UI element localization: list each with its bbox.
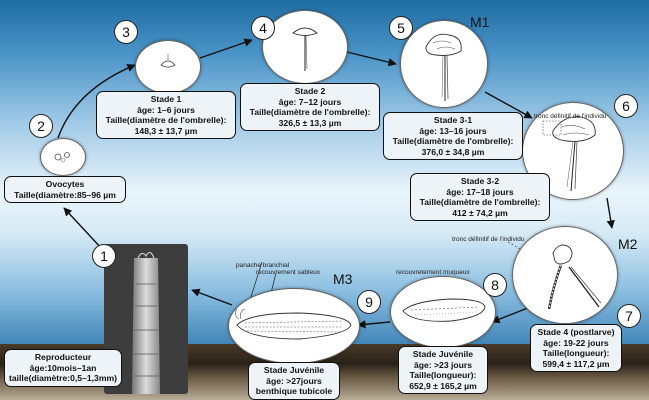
arrow-1-to-2	[63, 207, 104, 251]
step-number-9: 9	[357, 290, 381, 314]
stade1-size-value: 148,3 ± 13,7 µm	[134, 125, 198, 136]
label-stade2: Stade 2 âge: 7–12 jours Taille(diamètre …	[240, 83, 380, 132]
juvenile-9-circle	[228, 288, 360, 364]
adult-photo	[104, 244, 188, 394]
arrow-6-to-7	[606, 197, 615, 229]
stade4-title: Stade 4 (postlarve)	[537, 327, 615, 337]
step-number-2: 2	[29, 114, 53, 138]
arrow-5-to-6	[484, 91, 533, 119]
oocytes-sketch	[54, 152, 70, 163]
stage4-postlarva-sketch	[547, 244, 602, 310]
reproducteur-age: âge:10mois–1an	[29, 362, 97, 373]
arrow-3-to-4	[199, 38, 253, 59]
stade3-1-size-value: 376,0 ± 34,8 µm	[421, 146, 485, 157]
stade1-size-label: Taille(diamètre de l'ombrelle):	[105, 115, 227, 126]
juvenile-8-title: Stade Juvénile	[412, 349, 474, 359]
label-stade3-2: Stade 3-2 âge: 17–18 jours Taille(diamèt…	[410, 173, 550, 222]
label-stade1: Stade 1 âge: 1–6 jours Taille(diamètre d…	[96, 91, 236, 140]
stage3-1-larva-sketch	[425, 33, 462, 101]
stade1-title: Stade 1	[150, 94, 182, 104]
oocytes-circle	[40, 138, 86, 176]
juvenile-8-size-value: 652,9 ± 165,2 µm	[409, 380, 477, 391]
stade3-1-age: âge: 13–16 jours	[419, 125, 487, 136]
stade2-title: Stade 2	[294, 86, 326, 96]
step-number-1: 1	[92, 244, 116, 268]
label-ovocytes: Ovocytes Taille(diamètre:85–96 µm	[4, 176, 126, 204]
annotation-tronc-7: tronc définitif de l'individu	[452, 236, 525, 243]
stage1-larva-sketch	[160, 54, 176, 68]
stade4-age: âge: 19-22 jours	[543, 337, 609, 348]
stage1-circle	[135, 40, 201, 94]
stade3-2-size-label: Taille(diamètre de l'ombrelle):	[419, 197, 541, 208]
stage2-larva-sketch	[292, 27, 318, 71]
step-number-7: 7	[617, 304, 641, 328]
label-juvenile-8: Stade Juvénile âge: >23 jours Taille(lon…	[398, 346, 488, 395]
step-number-5: 5	[389, 16, 413, 40]
reproducteur-title: Reproducteur	[34, 352, 92, 362]
stade2-age: âge: 7–12 jours	[278, 96, 342, 107]
stade2-size-label: Taille(diamètre de l'ombrelle):	[249, 107, 371, 118]
ovocytes-title: Ovocytes	[45, 179, 85, 189]
arrow-9-to-1	[191, 288, 233, 306]
ovocytes-size: Taille(diamètre:85–96 µm	[14, 189, 116, 200]
phase-label-m1: M1	[470, 14, 490, 30]
step-number-8: 8	[483, 273, 507, 297]
juvenile-9-habitat: benthique tubicole	[255, 386, 333, 397]
annotation-sableux: recouvrement sableux	[256, 269, 320, 276]
juvenile-8-age: âge: >23 jours	[413, 359, 473, 370]
stade2-size-value: 326,5 ± 13,3 µm	[278, 117, 342, 128]
step-number-6: 6	[614, 94, 638, 118]
annotation-panache: panache branchial	[236, 262, 290, 269]
stage4-circle	[512, 226, 618, 324]
juvenile-9-age: âge: >27jours	[266, 375, 322, 386]
stade4-size-value: 599,4 ± 117,2 µm	[542, 358, 610, 369]
arrow-8-to-9	[357, 320, 391, 329]
leader-panache	[249, 261, 263, 301]
stage3-2-larva-sketch	[542, 116, 596, 192]
stade3-2-age: âge: 17–18 jours	[446, 186, 514, 197]
label-juvenile-9: Stade Juvénile âge: >27jours benthique t…	[248, 362, 340, 400]
stade3-2-size-value: 412 ± 74,2 µm	[452, 207, 508, 218]
step-number-4: 4	[251, 16, 275, 40]
label-stade3-1: Stade 3-1 âge: 13–16 jours Taille(diamèt…	[383, 112, 523, 161]
stade3-1-size-label: Taille(diamètre de l'ombrelle):	[392, 136, 514, 147]
phase-label-m2: M2	[618, 236, 638, 252]
arrow-4-to-5	[346, 51, 397, 67]
stage3-1-circle	[400, 20, 488, 108]
juvenile-8-size-label: Taille(longueur):	[409, 370, 477, 381]
stage2-circle	[262, 10, 348, 84]
stade3-1-title: Stade 3-1	[433, 115, 473, 125]
step-number-3: 3	[114, 20, 138, 44]
juvenile-9-title: Stade Juvénile	[263, 365, 325, 375]
arrow-2-to-3	[57, 64, 136, 139]
juvenile-8-sketch	[402, 298, 486, 322]
stade3-2-title: Stade 3-2	[460, 176, 500, 186]
label-reproducteur: Reproducteur âge:10mois–1an taille(diamè…	[4, 349, 122, 387]
annotation-tronc-6: tronc définitif de l'individu	[534, 113, 607, 120]
label-stade4: Stade 4 (postlarve) âge: 19-22 jours Tai…	[530, 324, 622, 373]
annotation-muqueux: recouvretement muqueux	[396, 269, 470, 276]
juvenile-8-circle	[390, 276, 496, 348]
stade1-age: âge: 1–6 jours	[137, 104, 195, 115]
reproducteur-size: taille(diamètre:0,5–1,3mm)	[9, 373, 117, 384]
adult-worm-sketch	[132, 251, 160, 394]
phase-label-m3: M3	[333, 271, 353, 287]
stade4-size-label: Taille(longueur):	[542, 348, 610, 359]
juvenile-9-tube-sketch	[235, 308, 352, 340]
